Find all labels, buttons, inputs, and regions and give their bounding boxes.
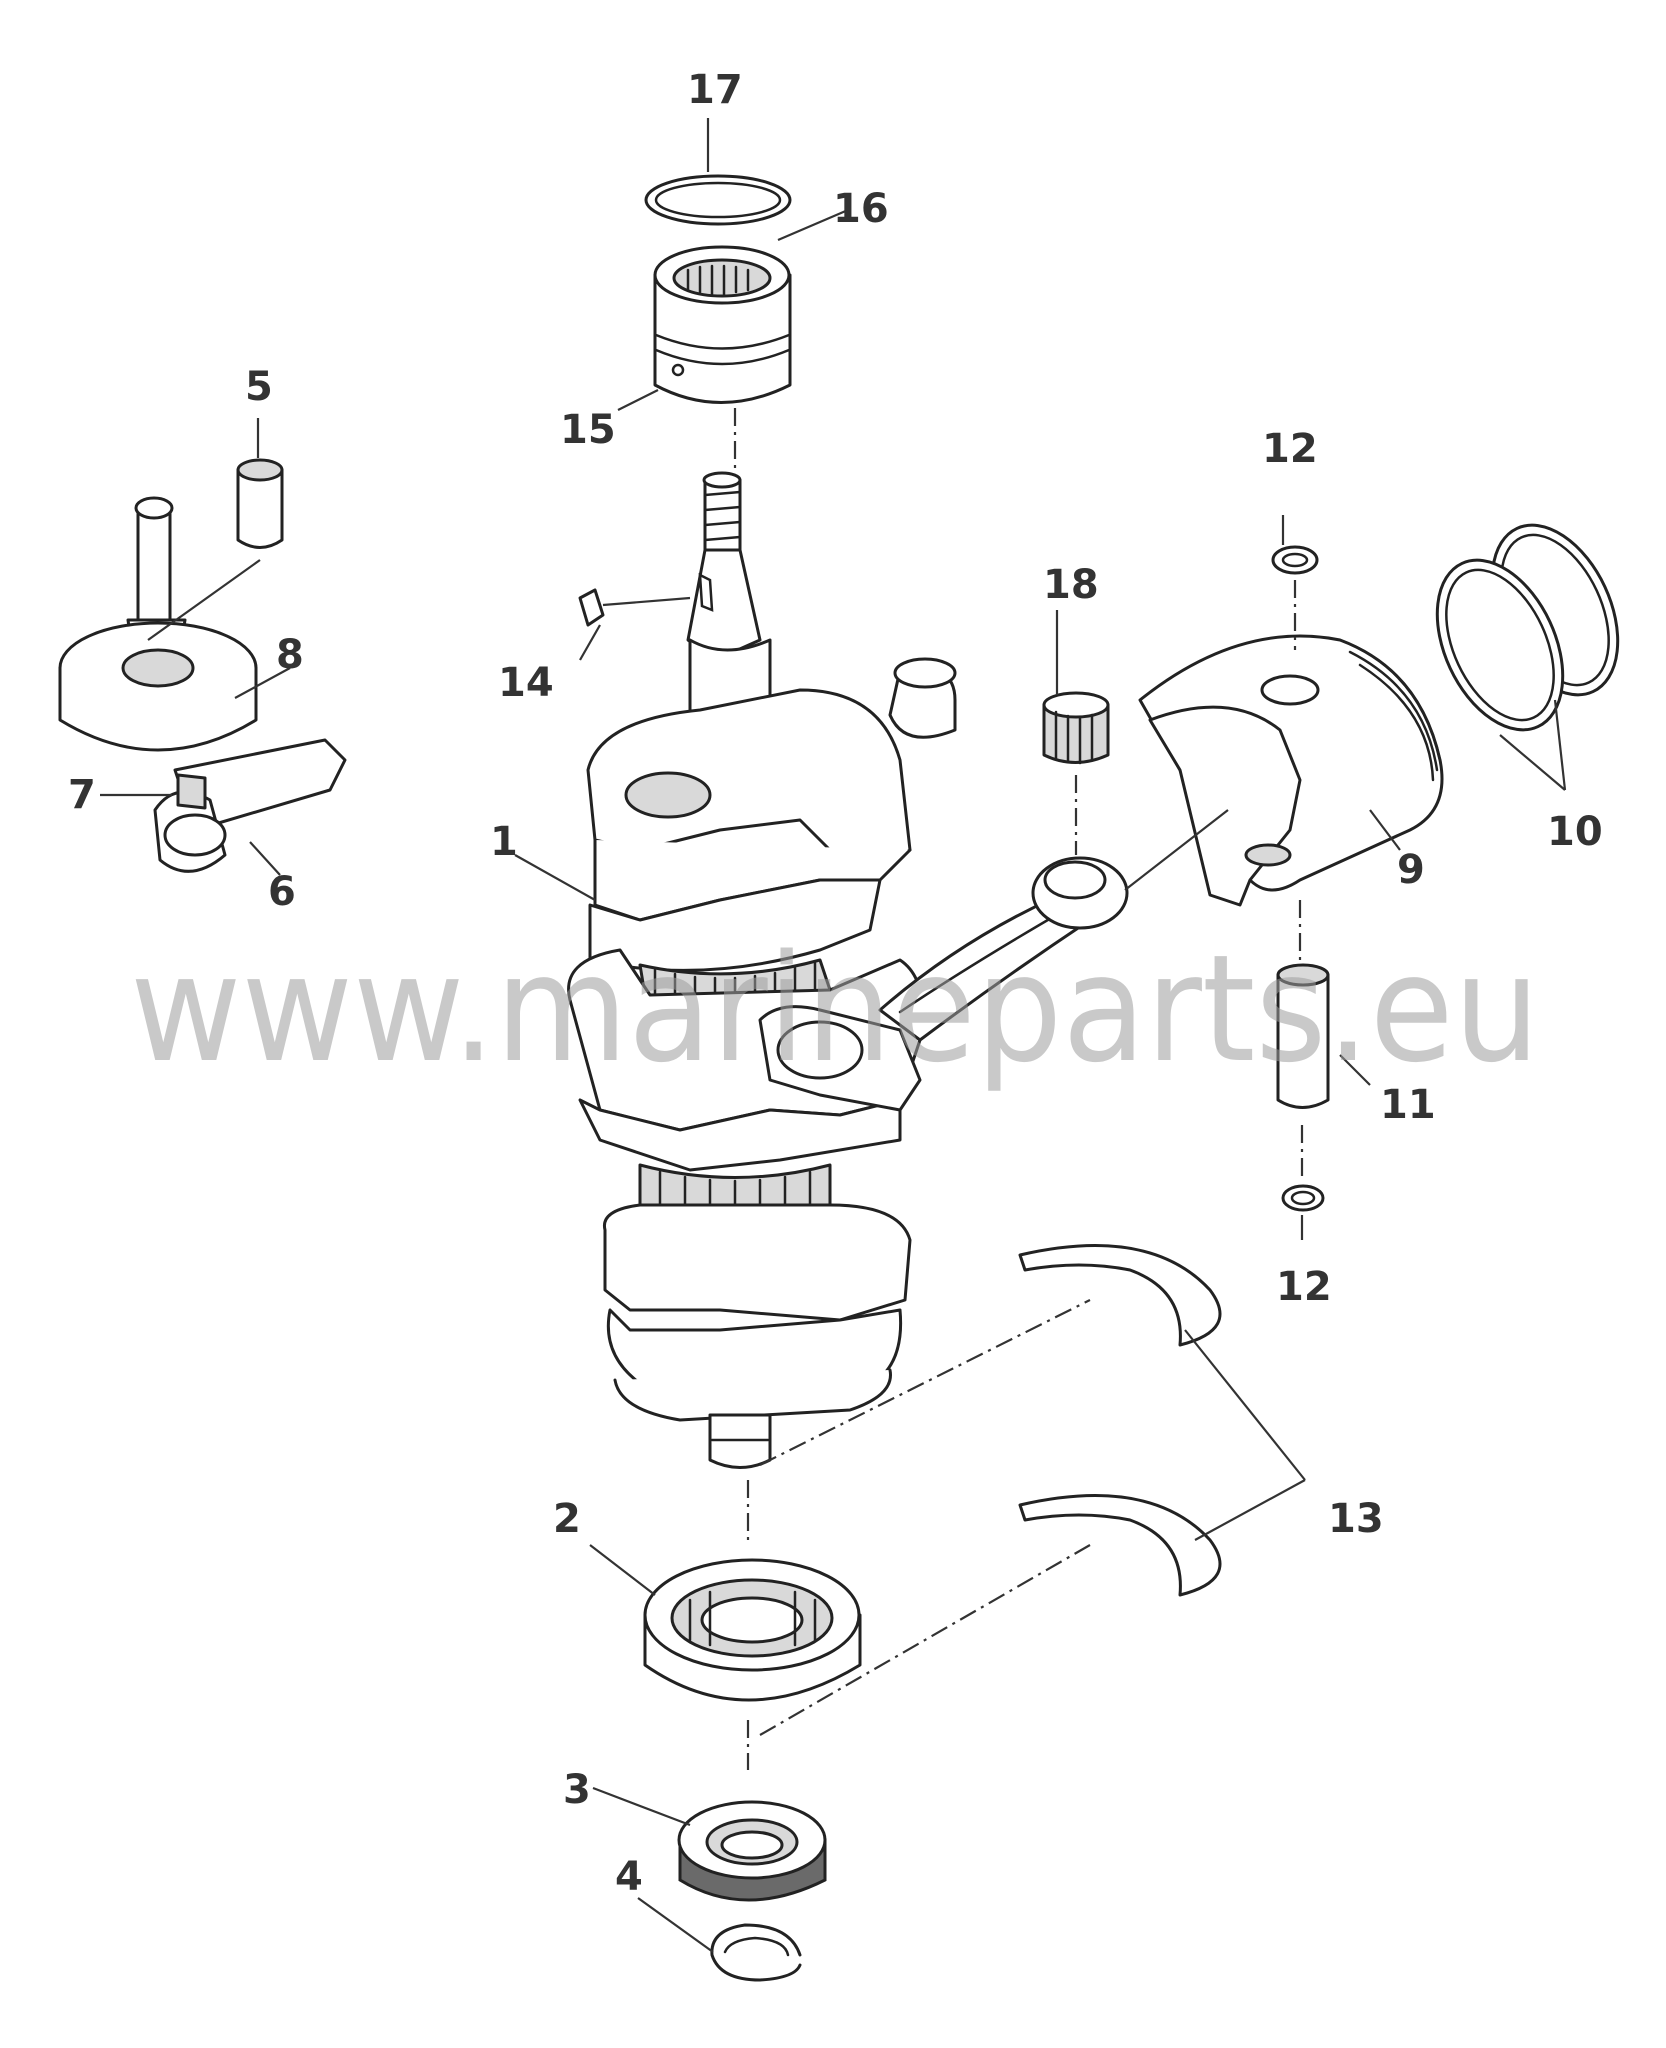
callout-2: 2 <box>553 1496 581 1542</box>
inset-crank-assembly <box>58 496 347 873</box>
wrist-pin-11 <box>1276 963 1330 1109</box>
callout-labels: 17 16 15 5 14 8 7 6 1 12 18 10 9 11 12 1… <box>68 67 1603 1900</box>
thrust-washer-13-top <box>1018 1244 1222 1347</box>
callout-12-top: 12 <box>1262 426 1318 472</box>
needle-bearing-18 <box>1042 691 1110 765</box>
callout-10: 10 <box>1547 809 1603 855</box>
callout-18: 18 <box>1043 562 1099 608</box>
callout-13: 13 <box>1328 1496 1384 1542</box>
callout-17: 17 <box>687 67 743 113</box>
key-14 <box>578 588 605 627</box>
callout-16: 16 <box>833 186 889 232</box>
retainer-clip-12-top <box>1271 545 1319 575</box>
pin-5 <box>236 458 284 549</box>
crankshaft-1 <box>567 471 957 1469</box>
callout-3: 3 <box>563 1767 591 1813</box>
bearing-sleeve-15 <box>653 245 792 404</box>
callout-7: 7 <box>68 772 96 818</box>
callout-15: 15 <box>560 407 616 453</box>
callout-1: 1 <box>490 819 518 865</box>
callout-14: 14 <box>498 660 554 706</box>
ball-bearing-2 <box>643 1558 862 1702</box>
callout-12-bottom: 12 <box>1276 1264 1332 1310</box>
callout-5: 5 <box>245 364 273 410</box>
piston-9 <box>1138 634 1444 907</box>
callout-9: 9 <box>1397 847 1425 893</box>
oil-seal-3 <box>677 1800 827 1902</box>
leader-lines <box>100 118 1567 1953</box>
callout-4: 4 <box>615 1854 643 1900</box>
retainer-clip-12-bottom <box>1281 1184 1325 1212</box>
callout-11: 11 <box>1380 1082 1436 1128</box>
o-ring-17 <box>644 174 792 226</box>
thrust-washer-13-bottom <box>1018 1494 1222 1597</box>
watermark-text: www.marineparts.eu <box>130 923 1540 1095</box>
piston-rings-10 <box>1435 523 1620 732</box>
callout-6: 6 <box>268 869 296 915</box>
needle-bearing-16 <box>686 264 750 296</box>
callout-8: 8 <box>276 632 304 678</box>
snap-ring-4 <box>710 1923 802 1982</box>
connecting-rod-main <box>758 856 1129 1112</box>
